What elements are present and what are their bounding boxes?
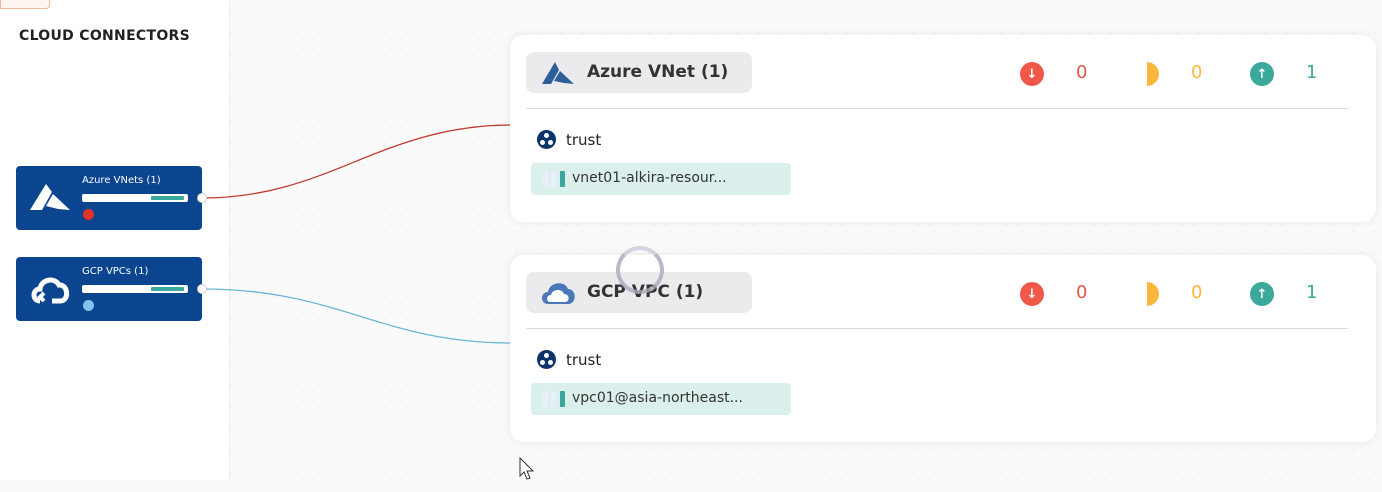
partial-stat: 0 (1135, 62, 1202, 86)
top-tab[interactable] (0, 0, 50, 9)
arrow-up-icon: ↑ (1250, 62, 1274, 86)
divider (526, 108, 1348, 109)
globe-icon (83, 300, 94, 311)
segment-icon (537, 350, 556, 369)
segment: trust (537, 350, 601, 369)
half-circle-icon (1135, 282, 1159, 306)
globe-icon (83, 209, 94, 220)
connector-port[interactable] (197, 193, 207, 203)
arrow-down-icon: ↓ (1020, 62, 1044, 86)
azure-logo-icon (542, 62, 574, 84)
arrow-up-icon: ↑ (1250, 282, 1274, 306)
gcp-cloud-icon (542, 283, 575, 304)
azure-vnet-card: Azure VNet (1) ↓0 0 ↑1 trust vnet01-alki… (510, 35, 1376, 222)
node-label: GCP VPCs (1) (82, 266, 149, 277)
segment-icon (537, 130, 556, 149)
card-header[interactable]: Azure VNet (1) (526, 52, 752, 93)
up-stat: ↑1 (1250, 62, 1317, 86)
card-title: Azure VNet (1) (587, 62, 729, 82)
half-circle-icon (1135, 62, 1159, 86)
partial-stat: 0 (1135, 282, 1202, 306)
mouse-cursor-icon (519, 457, 535, 480)
up-stat: ↑1 (1250, 282, 1317, 306)
gcp-vpcs-node[interactable]: GCP VPCs (1) (16, 257, 207, 321)
divider (526, 328, 1348, 329)
azure-logo-icon (30, 184, 70, 210)
down-stat: ↓0 (1020, 62, 1087, 86)
segment: trust (537, 130, 601, 149)
arrow-down-icon: ↓ (1020, 282, 1044, 306)
gcp-cloud-icon (31, 277, 70, 304)
status-bar (82, 285, 188, 293)
panel-title: CLOUD CONNECTORS (19, 28, 191, 44)
status-bar (82, 194, 188, 202)
cloud-connectors-panel: CLOUD CONNECTORS (0, 0, 230, 480)
network-chip[interactable]: vpc01@asia-northeast... (531, 383, 791, 415)
node-label: Azure VNets (1) (82, 175, 161, 186)
down-stat: ↓0 (1020, 282, 1087, 306)
connector-port[interactable] (197, 284, 207, 294)
loading-spinner-icon (616, 246, 664, 294)
network-chip[interactable]: vnet01-alkira-resour... (531, 163, 791, 195)
azure-link (201, 124, 513, 199)
gcp-link (201, 288, 513, 344)
azure-vnets-node[interactable]: Azure VNets (1) (16, 166, 207, 230)
